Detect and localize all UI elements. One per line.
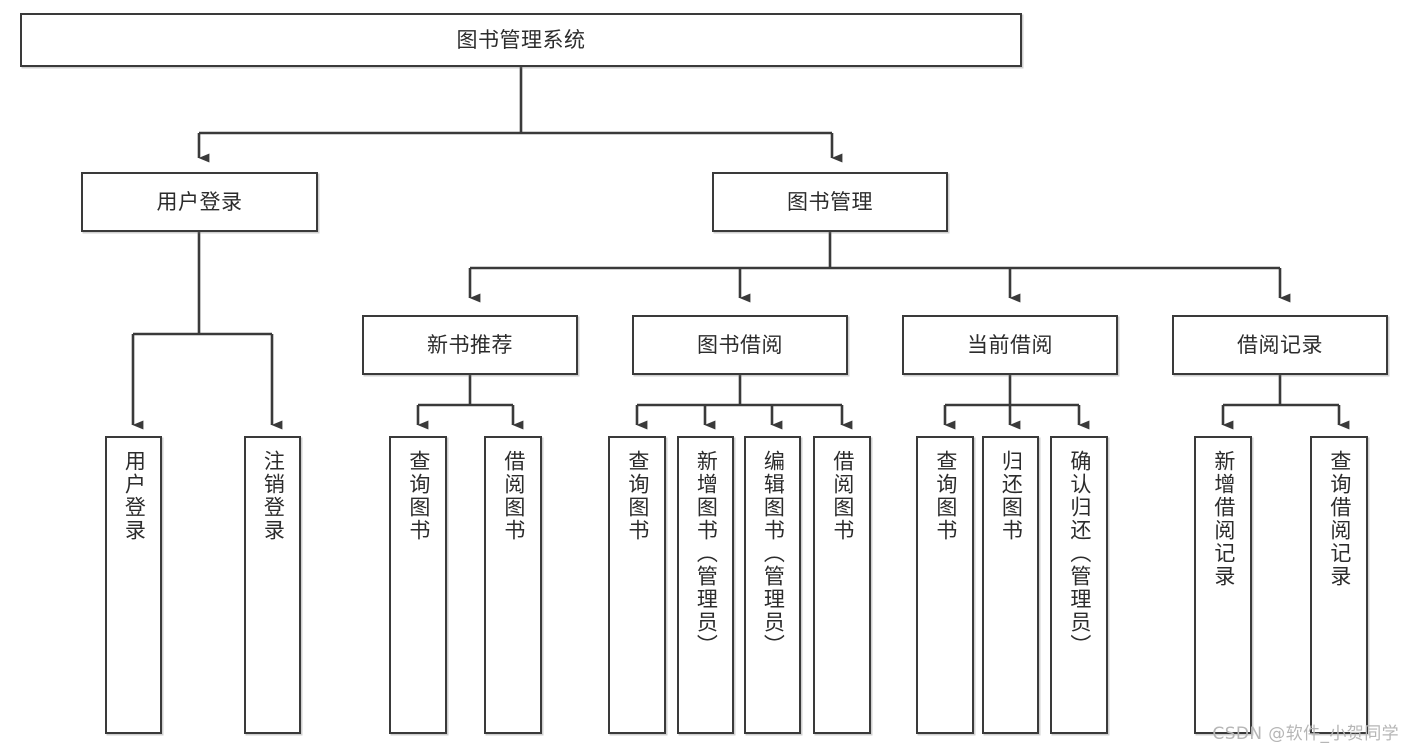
node-leaf-query-borrow-record-label: 查询借阅记录 [1327,450,1352,588]
node-book-management-label: 图书管理 [787,189,873,214]
node-leaf-logout-label: 注销登录 [261,450,286,542]
node-leaf-query-book-1-label: 查询图书 [406,450,431,542]
node-root[interactable]: 图书管理系统 [20,13,1022,67]
node-new-book-recommend-label: 新书推荐 [427,332,513,357]
node-leaf-query-book-3-label: 查询图书 [933,450,958,542]
node-leaf-confirm-return[interactable]: 确认归还（管理员） [1050,436,1108,734]
node-leaf-user-login[interactable]: 用户登录 [105,436,162,734]
node-leaf-edit-book[interactable]: 编辑图书（管理员） [744,436,801,734]
node-leaf-return-book-label: 归还图书 [999,450,1024,542]
node-leaf-confirm-return-label: 确认归还（管理员） [1067,450,1092,657]
node-borrow-record[interactable]: 借阅记录 [1172,315,1388,375]
node-book-borrow[interactable]: 图书借阅 [632,315,848,375]
node-leaf-query-book-3[interactable]: 查询图书 [916,436,974,734]
node-leaf-edit-book-label: 编辑图书（管理员） [761,450,786,657]
node-leaf-add-book[interactable]: 新增图书（管理员） [677,436,734,734]
node-borrow-record-label: 借阅记录 [1237,332,1323,357]
node-leaf-borrow-book-2-label: 借阅图书 [830,450,855,542]
node-root-label: 图书管理系统 [456,27,586,52]
node-user-login-label: 用户登录 [156,189,243,214]
node-leaf-borrow-book-1-label: 借阅图书 [501,450,526,542]
node-user-login[interactable]: 用户登录 [81,172,318,232]
node-leaf-add-book-label: 新增图书（管理员） [694,450,719,657]
watermark: CSDN @软件_小贺同学 [1212,724,1399,744]
node-leaf-query-book-1[interactable]: 查询图书 [389,436,447,734]
node-leaf-user-login-label: 用户登录 [122,450,147,542]
node-leaf-borrow-book-2[interactable]: 借阅图书 [813,436,871,734]
node-book-management[interactable]: 图书管理 [712,172,948,232]
node-leaf-logout[interactable]: 注销登录 [244,436,301,734]
node-leaf-query-book-2-label: 查询图书 [625,450,650,542]
node-leaf-borrow-book-1[interactable]: 借阅图书 [484,436,542,734]
node-leaf-query-book-2[interactable]: 查询图书 [608,436,666,734]
node-leaf-add-borrow-record-label: 新增借阅记录 [1211,450,1236,588]
node-new-book-recommend[interactable]: 新书推荐 [362,315,578,375]
node-leaf-add-borrow-record[interactable]: 新增借阅记录 [1194,436,1252,734]
node-book-borrow-label: 图书借阅 [697,332,783,357]
node-leaf-query-borrow-record[interactable]: 查询借阅记录 [1310,436,1368,734]
node-current-borrow[interactable]: 当前借阅 [902,315,1118,375]
node-leaf-return-book[interactable]: 归还图书 [982,436,1039,734]
node-current-borrow-label: 当前借阅 [967,332,1053,357]
